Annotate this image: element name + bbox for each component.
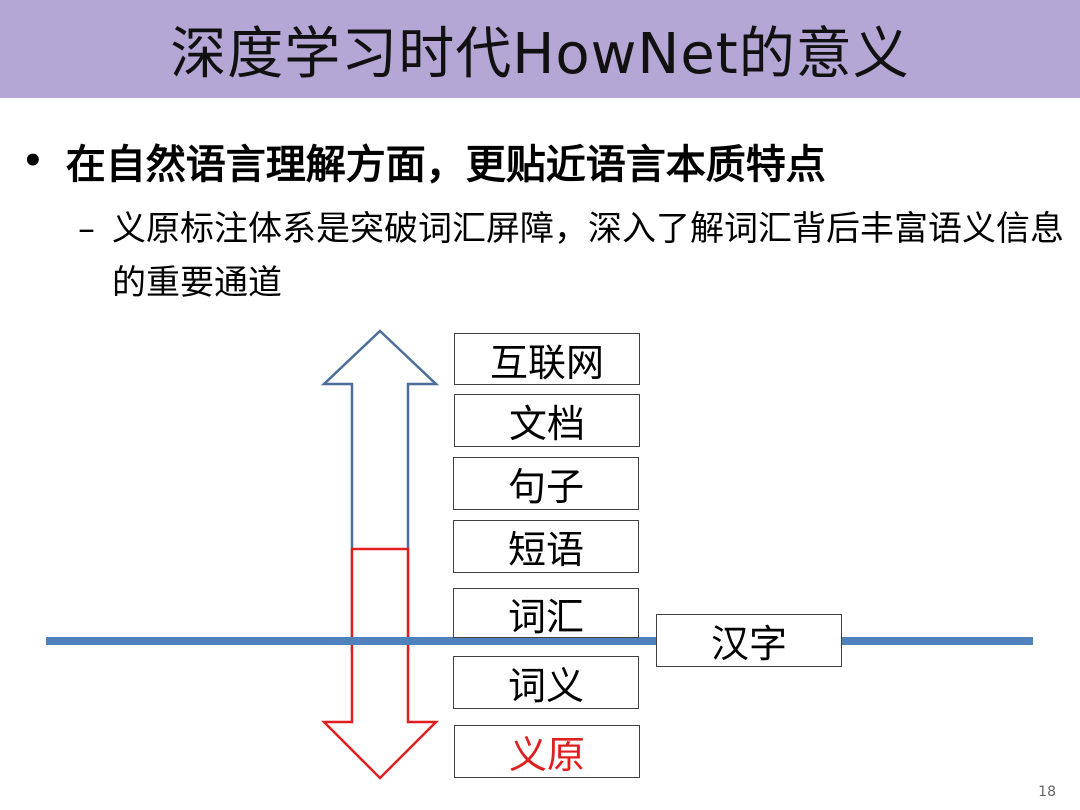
level-box-word-sense: 词义 <box>453 656 639 709</box>
title-bar: 深度学习时代HowNet的意义 <box>0 0 1080 98</box>
level-box-internet: 互联网 <box>454 333 640 385</box>
level-box-word: 词汇 <box>453 588 639 639</box>
level-box-sentence: 句子 <box>453 457 639 510</box>
baseline-divider <box>46 637 1033 645</box>
level-box-phrase: 短语 <box>453 520 639 573</box>
sub-bullet-text: 义原标注体系是突破词汇屏障，深入了解词汇背后丰富语义信息的重要通道 <box>112 209 1064 303</box>
page-title: 深度学习时代HowNet的意义 <box>170 21 910 87</box>
main-bullet-text: 在自然语言理解方面，更贴近语言本质特点 <box>65 142 826 188</box>
level-box-sememe: 义原 <box>454 725 640 778</box>
sub-bullet-dash: – <box>78 209 95 249</box>
page-number: 18 <box>1038 784 1056 800</box>
sub-bullet: – 义原标注体系是突破词汇屏障，深入了解词汇背后丰富语义信息的重要通道 <box>78 202 1068 310</box>
main-bullet: • 在自然语言理解方面，更贴近语言本质特点 <box>22 132 826 190</box>
side-box-character: 汉字 <box>656 614 842 667</box>
bullet-dot-icon: • <box>22 141 44 181</box>
level-box-document: 文档 <box>454 394 640 447</box>
down-arrow-icon <box>320 547 440 780</box>
